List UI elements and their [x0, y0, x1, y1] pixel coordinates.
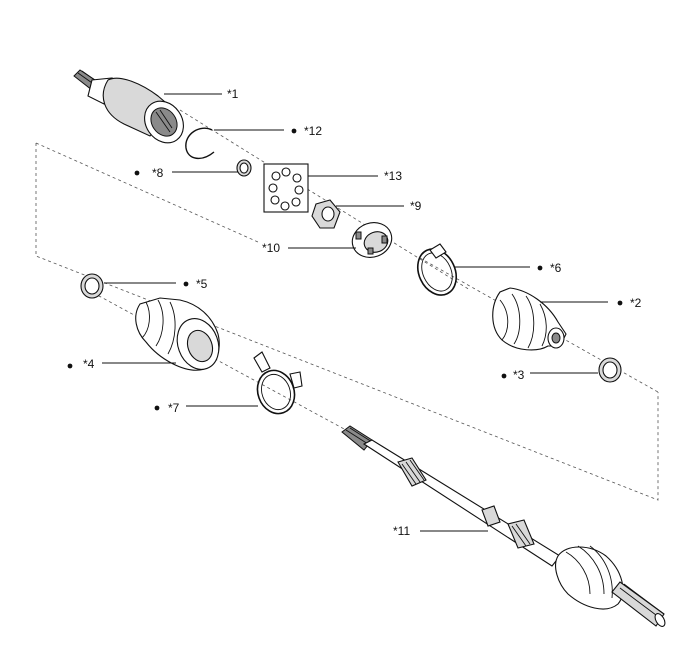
label-4: *4	[83, 357, 95, 371]
label-12: *12	[304, 124, 322, 138]
part-3-boot-clamp-small	[598, 357, 622, 383]
part-11-drive-shaft	[341, 425, 666, 627]
part-2-boot-outboard	[492, 287, 567, 351]
label-2: *2	[630, 296, 642, 310]
part-12-snap-ring	[185, 127, 215, 159]
part-8-clip	[236, 159, 252, 177]
label-1: *1	[227, 87, 239, 101]
callout-labels: *1 *12 *8 *13 *9 *10 *6 *5 *2 *4 *3 *7 *…	[83, 87, 642, 538]
part-4-boot-inboard	[135, 297, 220, 371]
label-8: *8	[152, 166, 164, 180]
label-11: *11	[393, 524, 410, 538]
label-10: *10	[262, 241, 280, 255]
leader-lines	[67, 93, 623, 532]
part-10-cage	[351, 222, 393, 258]
label-5: *5	[196, 277, 208, 291]
part-13-ball-set	[263, 163, 309, 213]
part-9-inner-race	[311, 199, 341, 229]
label-6: *6	[550, 261, 562, 275]
label-7: *7	[168, 401, 180, 415]
part-6-boot-clamp-large	[416, 243, 458, 296]
label-9: *9	[410, 199, 422, 213]
part-7-boot-clamp-large	[253, 351, 303, 415]
label-3: *3	[513, 368, 525, 382]
label-13: *13	[384, 169, 402, 183]
assembly-frame	[35, 109, 659, 501]
part-1-joint-housing	[73, 69, 184, 144]
part-5-boot-clamp-small	[80, 273, 104, 299]
